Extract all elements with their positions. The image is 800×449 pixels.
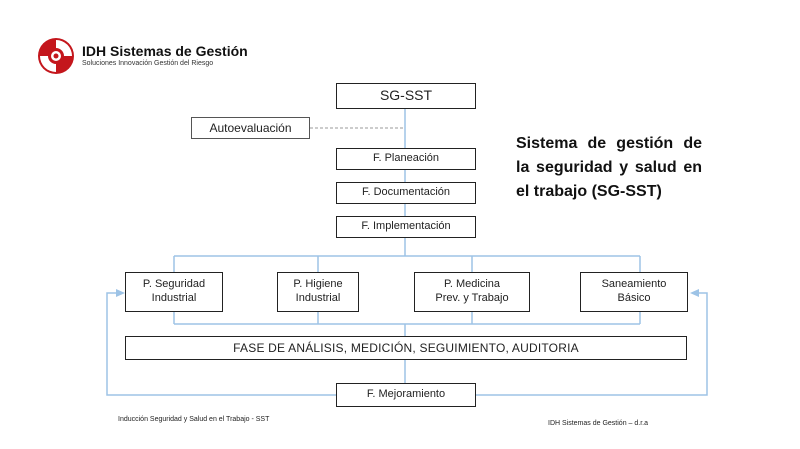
program-label-line1: Saneamiento — [601, 278, 667, 291]
program-label-line1: P. Higiene — [293, 278, 343, 291]
program-saneamiento-box: Saneamiento Básico — [580, 272, 688, 312]
analysis-phase-box: FASE DE ANÁLISIS, MEDICIÓN, SEGUIMIENTO,… — [125, 336, 687, 360]
program-seguridad-box: P. Seguridad Industrial — [125, 272, 223, 312]
footer-right: IDH Sistemas de Gestión – d.r.a — [548, 420, 648, 427]
brand-tagline: Soluciones Innovación Gestión del Riesgo — [82, 60, 214, 67]
footer-left: Inducción Seguridad y Salud en el Trabaj… — [118, 416, 270, 423]
brand-name: IDH Sistemas de Gestión — [82, 43, 248, 59]
phase-planeacion-box: F. Planeación — [336, 148, 476, 170]
phase-label: F. Planeación — [372, 152, 440, 165]
program-label-line1: P. Medicina — [443, 278, 501, 291]
program-label-line1: P. Seguridad — [142, 278, 206, 291]
program-label-line2: Prev. y Trabajo — [435, 292, 509, 304]
idh-logo-icon — [38, 38, 74, 74]
phase-label: F. Implementación — [361, 220, 451, 233]
phase-documentacion-box: F. Documentación — [336, 182, 476, 204]
program-higiene-box: P. Higiene Industrial — [277, 272, 359, 312]
sg-sst-label: SG-SST — [379, 87, 433, 104]
program-label-line2: Industrial — [151, 292, 197, 304]
sg-sst-box: SG-SST — [336, 83, 476, 109]
program-label-line2: Básico — [617, 292, 651, 304]
phase-label: F. Documentación — [361, 186, 451, 199]
phase-implementacion-box: F. Implementación — [336, 216, 476, 238]
mejoramiento-box: F. Mejoramiento — [336, 383, 476, 407]
autoevaluacion-box: Autoevaluación — [191, 117, 310, 139]
program-label-line2: Industrial — [295, 292, 341, 304]
side-title: Sistema de gestión de la seguridad y sal… — [516, 135, 702, 200]
program-medicina-box: P. Medicina Prev. y Trabajo — [414, 272, 530, 312]
autoevaluacion-label: Autoevaluación — [209, 120, 292, 135]
analysis-phase-label: FASE DE ANÁLISIS, MEDICIÓN, SEGUIMIENTO,… — [233, 340, 579, 355]
mejoramiento-label: F. Mejoramiento — [366, 388, 446, 401]
